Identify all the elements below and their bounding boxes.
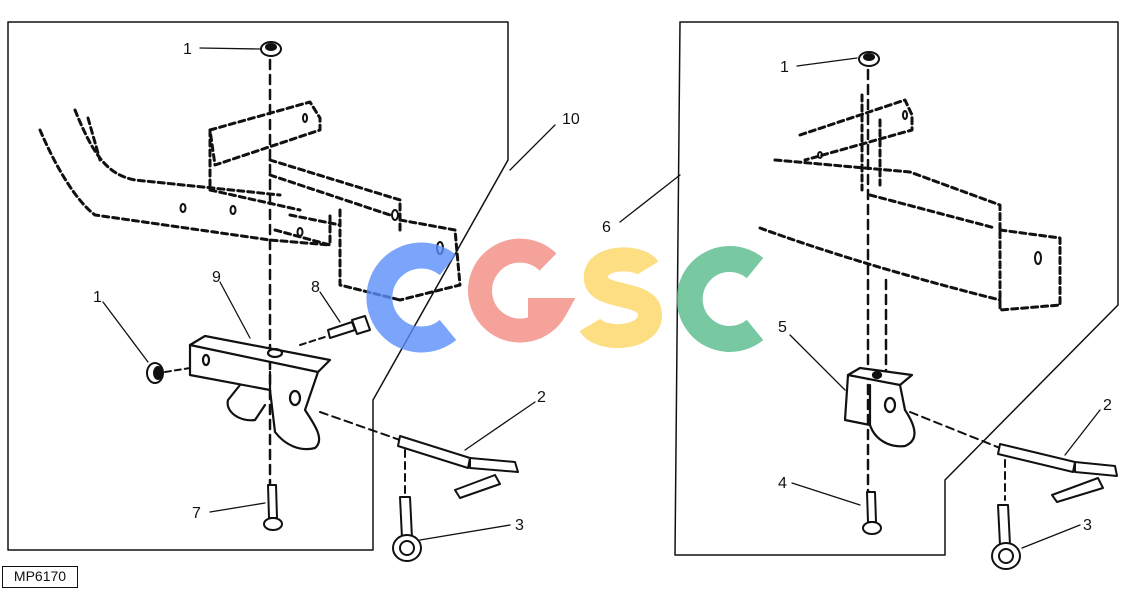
left-panel-border bbox=[7, 21, 509, 551]
right-panel-border bbox=[674, 21, 1119, 556]
callout-left-1-top: 1 bbox=[183, 41, 192, 58]
right-leader-lines bbox=[619, 57, 1101, 549]
right-retainer-clip bbox=[991, 459, 1021, 570]
callout-right-1: 1 bbox=[780, 59, 789, 76]
callout-right-6: 6 bbox=[602, 219, 611, 236]
callout-right-5: 5 bbox=[778, 319, 787, 336]
right-frame-holes bbox=[817, 110, 1042, 265]
callout-left-7: 7 bbox=[192, 505, 201, 522]
right-bolt-4 bbox=[862, 491, 882, 535]
right-nut-top bbox=[858, 51, 880, 67]
callout-left-2: 2 bbox=[537, 389, 546, 406]
watermark-letter-g bbox=[468, 238, 576, 343]
figure-reference-label: MP6170 bbox=[2, 566, 78, 588]
callout-left-8: 8 bbox=[311, 279, 320, 296]
left-bolt-7 bbox=[263, 484, 283, 531]
left-hitch-bracket bbox=[188, 334, 332, 451]
callout-left-1-side: 1 bbox=[93, 289, 102, 306]
callout-left-9: 9 bbox=[212, 269, 221, 286]
callout-right-2: 2 bbox=[1103, 397, 1112, 414]
right-drawbar-frame bbox=[758, 93, 1062, 312]
right-hitch-pin bbox=[909, 411, 1118, 503]
watermark-letter-s bbox=[579, 247, 663, 349]
callout-left-10: 10 bbox=[562, 111, 580, 128]
left-bolt-8 bbox=[299, 315, 371, 346]
left-hitch-pin bbox=[319, 411, 519, 499]
watermark-letter-c1 bbox=[366, 242, 457, 353]
callout-left-3: 3 bbox=[515, 517, 524, 534]
right-hitch-bracket bbox=[843, 366, 916, 448]
left-retainer-clip bbox=[392, 449, 422, 562]
left-nut-side bbox=[146, 362, 191, 384]
cgsc-watermark-logo bbox=[366, 238, 764, 353]
left-nut-top bbox=[260, 41, 282, 57]
watermark-letter-c2 bbox=[676, 246, 764, 352]
callout-right-3: 3 bbox=[1083, 517, 1092, 534]
left-frame-holes bbox=[179, 113, 444, 255]
callout-right-4: 4 bbox=[778, 475, 787, 492]
left-leader-lines bbox=[102, 47, 556, 541]
